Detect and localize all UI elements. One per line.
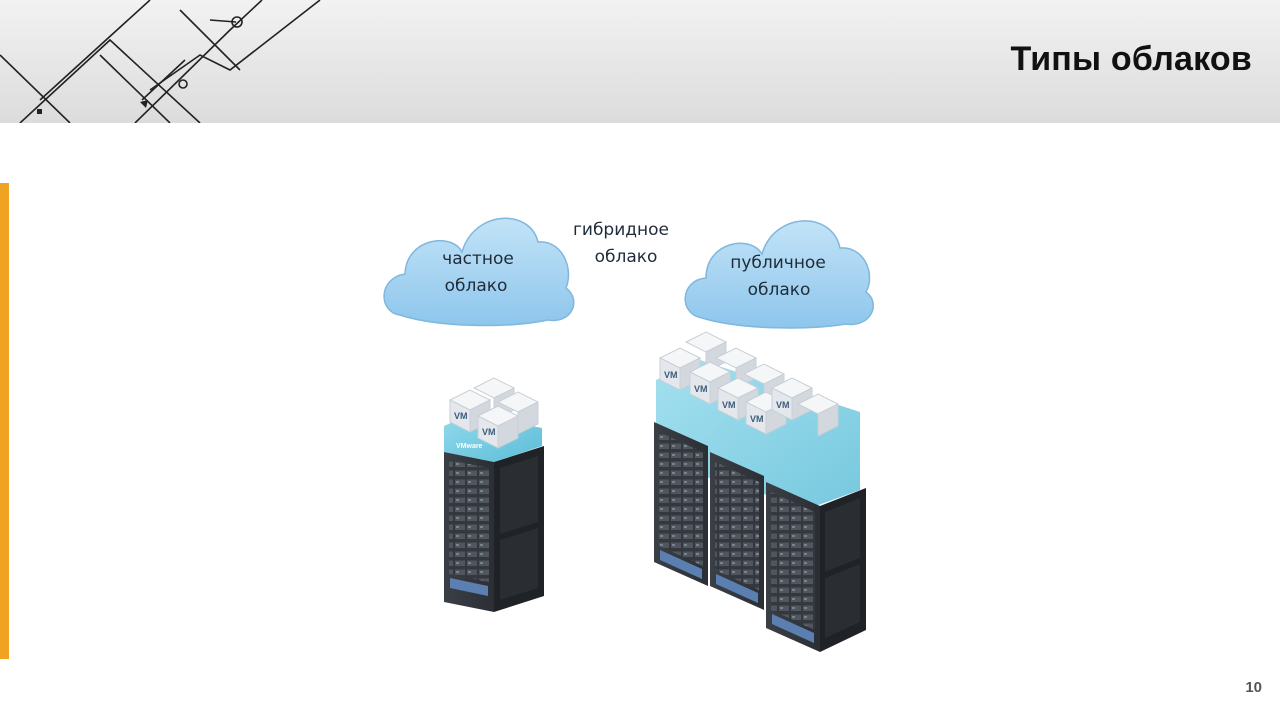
public-cloud-label-line2: облако xyxy=(748,280,811,300)
slide-title: Типы облаков xyxy=(1010,40,1252,78)
accent-bar xyxy=(0,183,9,659)
public-cloud-label-line1: публичное xyxy=(730,253,826,273)
hybrid-cloud-label-line1: гибридное xyxy=(573,220,669,240)
vmware-brand-label: VMware xyxy=(456,443,483,450)
vm-label: VM xyxy=(694,384,708,394)
hybrid-cloud-label: гибридное облако xyxy=(573,220,669,267)
public-vm-cubes: VM VM VM VM VM xyxy=(658,331,840,437)
vm-label: VM xyxy=(454,411,468,421)
vm-label: VM xyxy=(776,400,790,410)
public-server-racks: VM VM VM VM VM xyxy=(654,331,866,652)
hybrid-cloud-label-line2: облако xyxy=(595,247,658,267)
vm-label: VM xyxy=(482,427,496,437)
private-cloud-label-line2: облако xyxy=(445,276,508,296)
private-cloud-label-line1: частное xyxy=(442,249,514,269)
vm-label: VM xyxy=(722,400,736,410)
vm-label: VM xyxy=(750,414,764,424)
vm-label: VM xyxy=(664,370,678,380)
private-cloud: частное облако xyxy=(383,217,575,327)
circuit-lines-decoration xyxy=(0,0,321,123)
private-server-rack: VM VM VMware xyxy=(444,377,544,612)
page-number: 10 xyxy=(1245,679,1262,696)
public-cloud: публичное облако xyxy=(684,220,875,329)
cloud-types-diagram: частное облако гибридное облако публично… xyxy=(383,217,875,652)
header-banner: Типы облаков xyxy=(0,0,1280,123)
private-vm-cubes: VM VM xyxy=(448,377,540,449)
